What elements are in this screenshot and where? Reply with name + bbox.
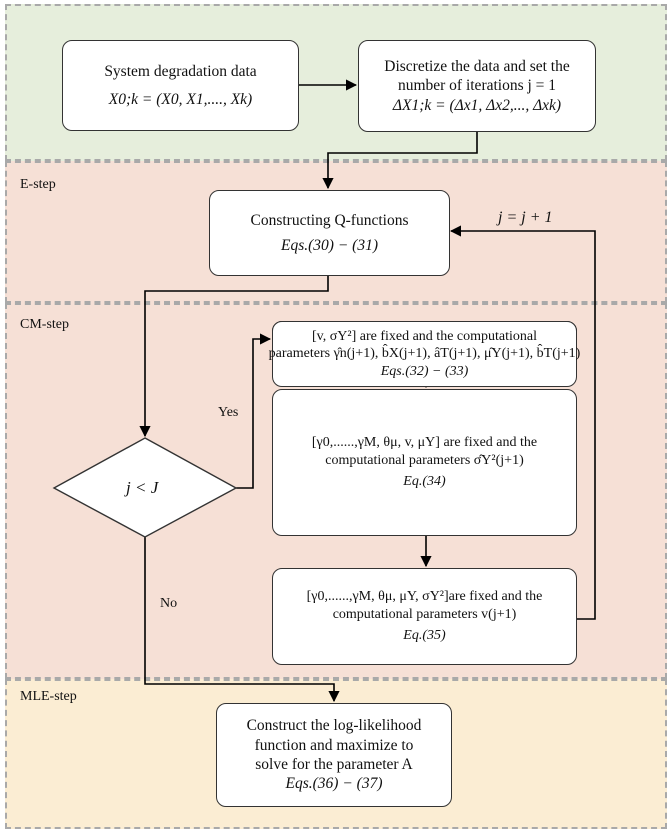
cm2-line1: [γ0,......,γM, θμ, v, μY] are fixed and …	[311, 435, 538, 451]
degradation-formula: X0;k = (X0, X1,...., Xk)	[108, 90, 253, 108]
cm1-line1: [v, σY²] are fixed and the computational	[311, 328, 538, 344]
q-functions-box: Constructing Q-functions Eqs.(30) − (31)	[209, 190, 450, 276]
cm-step-label: CM-step	[20, 317, 69, 332]
mle-step-label: MLE-step	[20, 689, 77, 704]
cm1-line2: parameters γ̂n(j+1), b̂X(j+1), âT(j+1), …	[268, 346, 581, 362]
mle-line3: solve for the parameter A	[255, 756, 413, 773]
cm3-eq: Eq.(35)	[403, 628, 446, 644]
mle-box: Construct the log-likelihood function an…	[216, 703, 452, 807]
arrow-decision-no	[144, 537, 340, 703]
cm-fixed-gamma-theta-muy-sigma-box: [γ0,......,γM, θμ, μY, σY²]are fixed and…	[272, 568, 577, 665]
decision-label: j < J	[126, 478, 159, 497]
cm2-eq: Eq.(34)	[403, 474, 446, 490]
cm1-eqs: Eqs.(32) − (33)	[380, 363, 469, 379]
decision-diamond	[52, 437, 238, 538]
cm3-line2: computational parameters v(j+1)	[332, 606, 517, 622]
arrow-decision-yes	[236, 333, 272, 489]
degradation-data-box: System degradation data X0;k = (X0, X1,.…	[62, 40, 299, 131]
discretize-box: Discretize the data and set the number o…	[358, 40, 596, 132]
arrow-loop-back	[449, 225, 596, 620]
mle-eqs: Eqs.(36) − (37)	[285, 775, 383, 793]
cm3-line1: [γ0,......,γM, θμ, μY, σY²]are fixed and…	[306, 589, 543, 605]
cm-fixed-v-sigma-main-box: [v, σY²] are fixed and the computational…	[269, 321, 580, 387]
discretize-line2: number of iterations j = 1	[397, 77, 557, 95]
discretize-line1: Discretize the data and set the	[384, 57, 570, 75]
yes-label: Yes	[218, 405, 239, 420]
increment-label: j = j + 1	[498, 209, 553, 226]
no-label: No	[160, 596, 178, 611]
mle-line2: function and maximize to	[254, 736, 414, 754]
cm-fixed-gamma-theta-v-muy-box: [γ0,......,γM, θμ, v, μY] are fixed and …	[272, 389, 577, 536]
mle-line1: Construct the log-likelihood	[246, 717, 422, 735]
cm2-line2: computational parameters σ̂Y²(j+1)	[325, 452, 524, 468]
arrow-discretize-to-qfunc	[322, 132, 478, 190]
qfunc-eqs: Eqs.(30) − (31)	[281, 237, 378, 254]
discretize-formula: ΔX1;k = (Δx1, Δx2,..., Δxk)	[392, 96, 562, 114]
arrow-qfunc-to-decision	[139, 276, 329, 438]
qfunc-title: Constructing Q-functions	[250, 211, 409, 229]
degradation-title: System degradation data	[104, 63, 257, 81]
e-step-label: E-step	[20, 177, 56, 192]
